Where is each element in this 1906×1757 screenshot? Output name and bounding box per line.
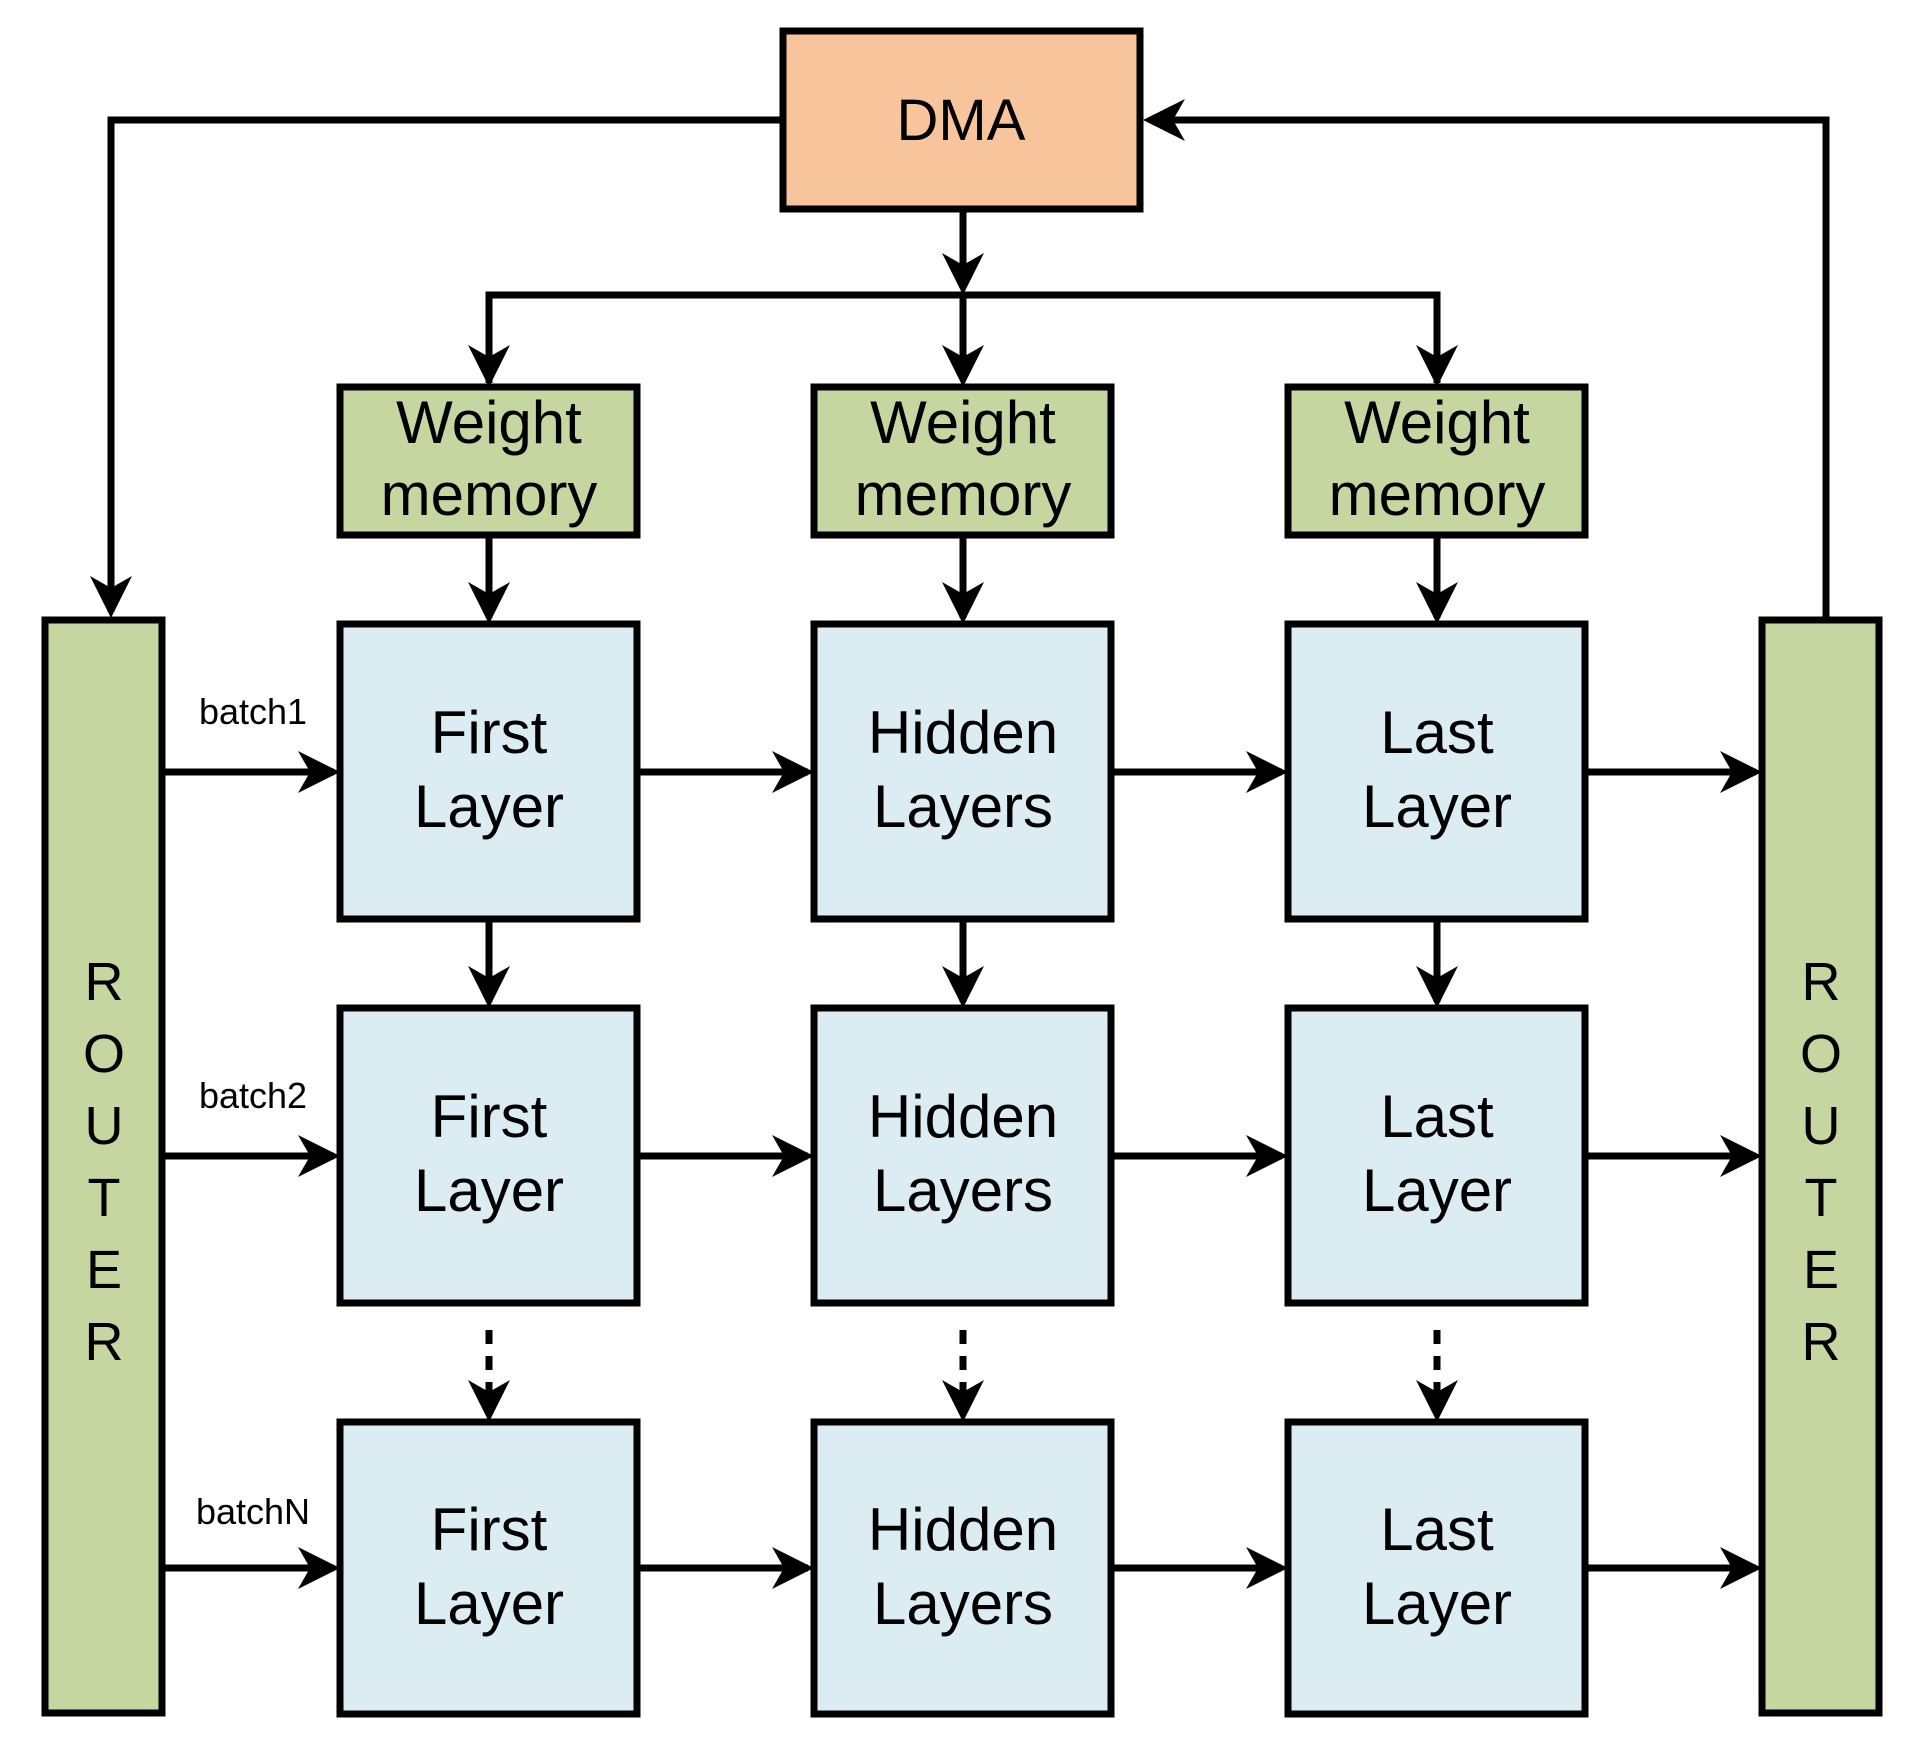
weight-memory-line1: Weight	[396, 389, 582, 456]
hidden-layers-line1: Hidden	[868, 1083, 1058, 1150]
dma-block: DMA	[779, 27, 1144, 213]
arrow-head	[298, 1135, 340, 1177]
arrow-head	[1416, 1380, 1458, 1422]
last-layer-line2: Layer	[1362, 1570, 1512, 1637]
router-to-dma-line	[1150, 116, 1830, 620]
hidden-layers-box	[810, 620, 1115, 923]
weight-memory-line2: memory	[1329, 461, 1546, 528]
router-left: R O U T E R	[41, 616, 166, 1717]
weight-memory-line2: memory	[855, 461, 1072, 528]
weight-memory-box	[1284, 383, 1589, 539]
last-layer-line2: Layer	[1362, 773, 1512, 840]
router-left-letter: R	[85, 1312, 124, 1372]
arrow-head	[298, 751, 340, 793]
weight-memory-line1: Weight	[870, 389, 1056, 456]
weight-memory-2: Weight memory	[810, 383, 1115, 539]
arrow-head	[942, 253, 984, 295]
first-layer-line1: First	[431, 1083, 548, 1150]
arrowheads	[90, 99, 1762, 1589]
batch-label: batch1	[199, 691, 307, 732]
weight-memory-box	[810, 383, 1115, 539]
dma-label: DMA	[897, 88, 1026, 153]
row-batchN: batchN First Layer Hidden Layers Last La…	[196, 1418, 1589, 1718]
arrow-head	[1720, 1135, 1762, 1177]
arrow-head	[298, 1547, 340, 1589]
arrow-head	[468, 966, 510, 1008]
arrow-head	[468, 582, 510, 624]
router-right-letter: R	[1802, 1312, 1841, 1372]
first-layer-line2: Layer	[414, 773, 564, 840]
hidden-layers-line1: Hidden	[868, 1496, 1058, 1563]
row-batch2: batch2 First Layer Hidden Layers Last La…	[199, 1004, 1589, 1307]
last-layer-box	[1284, 620, 1589, 923]
last-layer-line1: Last	[1380, 699, 1494, 766]
arrow-head	[942, 345, 984, 387]
arrow-head	[1416, 345, 1458, 387]
hidden-layers-line2: Layers	[873, 1157, 1053, 1224]
arrow-head	[1246, 751, 1288, 793]
router-right-letter: T	[1805, 1168, 1838, 1228]
arrow-head	[772, 1135, 814, 1177]
router-left-box	[41, 616, 166, 1717]
arrow-head	[1246, 1135, 1288, 1177]
hidden-layers-box	[810, 1418, 1115, 1718]
arrow-head	[772, 1547, 814, 1589]
router-right: R O U T E R	[1758, 616, 1883, 1717]
router-left-letter: R	[85, 952, 124, 1012]
router-left-letter: O	[83, 1024, 125, 1084]
arrow-head	[1246, 1547, 1288, 1589]
router-left-letter: T	[88, 1168, 121, 1228]
hidden-layers-line2: Layers	[873, 773, 1053, 840]
first-layer-line1: First	[431, 1496, 548, 1563]
weight-memory-3: Weight memory	[1284, 383, 1589, 539]
last-layer-line1: Last	[1380, 1083, 1494, 1150]
router-right-letter: R	[1802, 952, 1841, 1012]
arrow-head	[468, 1380, 510, 1422]
connectors	[107, 116, 1830, 1572]
dma-box	[779, 27, 1144, 213]
router-right-box	[1758, 616, 1883, 1717]
weight-memory-box	[336, 383, 641, 539]
hidden-layers-box	[810, 1004, 1115, 1307]
arrow-head	[942, 582, 984, 624]
arrow-head	[772, 751, 814, 793]
first-layer-line2: Layer	[414, 1157, 564, 1224]
weight-memory-line2: memory	[381, 461, 598, 528]
arrow-head	[1720, 1547, 1762, 1589]
arrow-head	[468, 345, 510, 387]
weight-memory-1: Weight memory	[336, 383, 641, 539]
router-left-letter: E	[86, 1240, 122, 1300]
weight-memory-line1: Weight	[1344, 389, 1530, 456]
first-layer-line2: Layer	[414, 1570, 564, 1637]
arrow-head	[90, 576, 132, 618]
row-batch1: batch1 First Layer Hidden Layers Last La…	[199, 620, 1589, 923]
arrow-head	[1720, 751, 1762, 793]
router-right-letter: E	[1803, 1240, 1839, 1300]
last-layer-box	[1284, 1418, 1589, 1718]
first-layer-box	[336, 1418, 641, 1718]
arrow-head	[1416, 582, 1458, 624]
hidden-layers-line1: Hidden	[868, 699, 1058, 766]
hidden-layers-line2: Layers	[873, 1570, 1053, 1637]
first-layer-line1: First	[431, 699, 548, 766]
first-layer-box	[336, 1004, 641, 1307]
last-layer-line1: Last	[1380, 1496, 1494, 1563]
last-layer-box	[1284, 1004, 1589, 1307]
batch-label: batchN	[196, 1491, 310, 1532]
arrow-head	[1416, 966, 1458, 1008]
router-left-letter: U	[85, 1096, 124, 1156]
arrow-head	[1143, 99, 1185, 141]
arrow-head	[942, 1380, 984, 1422]
router-right-letter: U	[1802, 1096, 1841, 1156]
arrow-head	[942, 966, 984, 1008]
router-right-letter: O	[1800, 1024, 1842, 1084]
last-layer-line2: Layer	[1362, 1157, 1512, 1224]
dma-to-router-line	[107, 116, 783, 612]
first-layer-box	[336, 620, 641, 923]
batch-label: batch2	[199, 1075, 307, 1116]
